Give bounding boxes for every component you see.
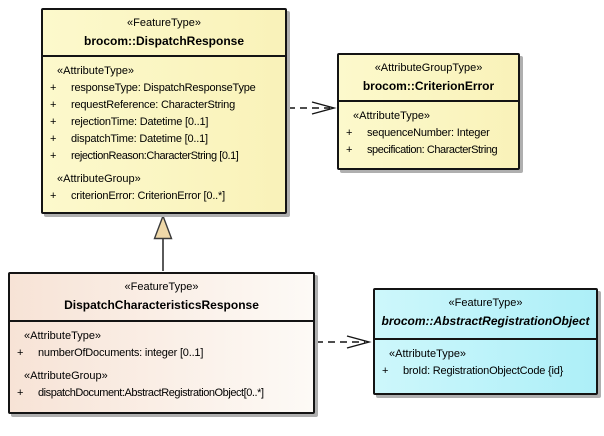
class-name: DispatchCharacteristicsResponse [64,298,259,312]
section-label: «AttributeGroup» [57,173,141,185]
attribute-text: specification: CharacterString [367,144,498,156]
visibility: + [50,99,57,111]
visibility: + [50,82,57,94]
attribute-row: + rejectionReason:CharacterString [0.1] [43,148,285,165]
section-label: «AttributeType» [57,65,135,77]
visibility: + [50,190,57,202]
connector-dependency-dispatchcharacteristicsresponse-abstractregistrationobject[interactable] [316,335,372,349]
attribute-row: + responseType: DispatchResponseType [43,80,285,97]
class-stereotype: «FeatureType» [127,17,201,29]
class-box-dispatch-response[interactable]: «FeatureType» brocom::DispatchResponse «… [41,8,287,214]
visibility: + [346,127,353,139]
attribute-row: + numberOfDocuments: integer [0..1] [10,345,313,362]
class-stereotype: «AttributeGroupType» [374,62,483,74]
class-header: «AttributeGroupType» brocom::CriterionEr… [339,55,518,102]
class-box-abstract-registration-object[interactable]: «FeatureType» brocom::AbstractRegistrati… [373,288,598,395]
attribute-row: + rejectionTime: Datetime [0..1] [43,114,285,131]
attribute-text: numberOfDocuments: integer [0..1] [38,347,204,359]
attribute-text: sequenceNumber: Integer [367,127,490,139]
class-header: «FeatureType» brocom::AbstractRegistrati… [375,290,596,340]
class-name: brocom::CriterionError [362,79,495,93]
attribute-row: + specification: CharacterString [339,142,518,159]
class-attributes: «AttributeType» + responseType: Dispatch… [43,57,285,205]
attribute-text: broId: RegistrationObjectCode {id} [403,365,564,377]
attribute-row: + dispatchDocument:AbstractRegistrationO… [10,385,313,402]
section-label: «AttributeGroup» [24,370,108,382]
attribute-text: rejectionReason:CharacterString [0.1] [71,150,239,162]
class-header: «FeatureType» DispatchCharacteristicsRes… [10,274,313,322]
class-attributes: «AttributeType» + numberOfDocuments: int… [10,322,313,402]
attribute-text: dispatchDocument:AbstractRegistrationObj… [38,387,264,399]
class-stereotype: «FeatureType» [448,297,523,309]
class-box-dispatch-characteristics-response[interactable]: «FeatureType» DispatchCharacteristicsRes… [8,272,315,414]
attribute-row: + sequenceNumber: Integer [339,125,518,142]
section-label: «AttributeType» [24,330,102,342]
attribute-row: + requestReference: CharacterString [43,97,285,114]
class-box-criterion-error[interactable]: «AttributeGroupType» brocom::CriterionEr… [337,53,520,170]
attribute-row: + broId: RegistrationObjectCode {id} [375,363,596,380]
attribute-text: dispatchTime: Datetime [0..1] [71,133,208,145]
visibility: + [50,116,57,128]
attribute-row: + dispatchTime: Datetime [0..1] [43,131,285,148]
visibility: + [346,144,353,156]
connector-dependency-dispatchresponse-criterionerror[interactable] [288,101,337,115]
visibility: + [382,365,389,377]
section-label: «AttributeType» [353,110,431,122]
attribute-text: criterionError: CriterionError [0..*] [71,190,225,202]
visibility: + [17,387,24,399]
class-header: «FeatureType» brocom::DispatchResponse [43,10,285,57]
attribute-text: responseType: DispatchResponseType [71,82,256,94]
attribute-text: rejectionTime: Datetime [0..1] [71,116,209,128]
section-label: «AttributeType» [389,348,467,360]
attribute-row: + criterionError: CriterionError [0..*] [43,188,285,205]
visibility: + [50,133,57,145]
class-name: brocom::DispatchResponse [83,34,245,48]
class-stereotype: «FeatureType» [124,281,199,293]
visibility: + [17,347,24,359]
visibility: + [50,150,57,162]
class-attributes: «AttributeType» + sequenceNumber: Intege… [339,102,518,159]
attribute-text: requestReference: CharacterString [71,99,235,111]
connector-generalization-dispatchcharacteristicsresponse-dispatchresponse[interactable] [153,214,173,271]
class-name: brocom::AbstractRegistrationObject [381,314,590,328]
class-attributes: «AttributeType» + broId: RegistrationObj… [375,340,596,380]
